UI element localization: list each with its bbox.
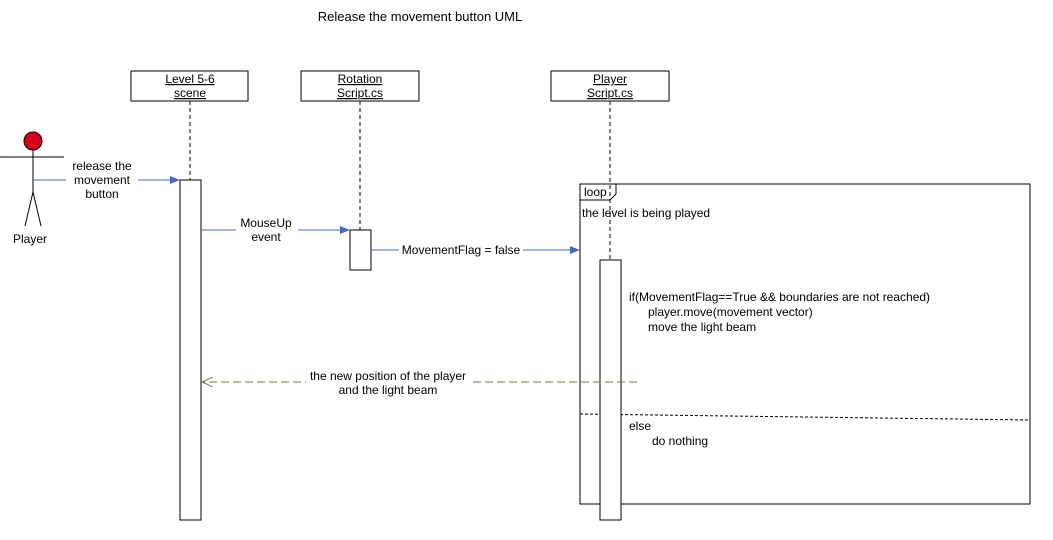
lifeline-level-scene: Level 5-6 scene [130,70,249,180]
actor-head-icon [23,131,43,151]
lifeline-rotation-script: Rotation Script.cs [300,70,420,230]
lifeline-level-scene-line2: scene [174,86,206,100]
message-release-line2: movement [74,173,131,187]
message-mouseup-line1: MouseUp [240,216,292,230]
message-return-position: the new position of the player and the l… [202,367,637,397]
else-divider [579,413,1031,421]
loop-guard: the level is being played [582,206,710,220]
loop-frame: loop the level is being played [579,183,1031,505]
message-return-line1: the new position of the player [310,369,466,383]
activation-level-scene [179,179,202,521]
loop-if-condition: if(MovementFlag==True && boundaries are … [629,290,930,304]
loop-if-action-beam: move the light beam [648,320,756,334]
actor-label: Player [13,232,47,246]
loop-else-action: do nothing [652,434,708,448]
loop-tag: loop [584,185,607,199]
message-return-line2: and the light beam [339,383,438,397]
diagram-title: Release the movement button UML [318,9,523,24]
lifeline-level-scene-line1: Level 5-6 [165,72,215,86]
actor-player: Player [0,131,64,246]
message-movementflag: MovementFlag = false [371,242,580,258]
message-mouseup-line2: event [251,230,281,244]
lifeline-player-script: Player Script.cs [550,70,670,260]
lifeline-player-line1: Player [593,72,627,86]
message-mouseup-event: MouseUp event [201,214,350,244]
message-flag-label: MovementFlag = false [402,243,521,257]
message-release-line1: release the [72,159,132,173]
loop-if-action-move: player.move(movement vector) [648,305,813,319]
lifeline-rotation-line2: Script.cs [337,86,383,100]
loop-else-keyword: else [629,419,651,433]
lifeline-rotation-line1: Rotation [338,72,383,86]
message-release-line3: button [85,187,118,201]
activation-rotation-script [349,229,372,271]
message-release-button: release the movement button [33,158,180,202]
lifeline-player-line2: Script.cs [587,86,633,100]
activation-player-script [599,259,622,521]
